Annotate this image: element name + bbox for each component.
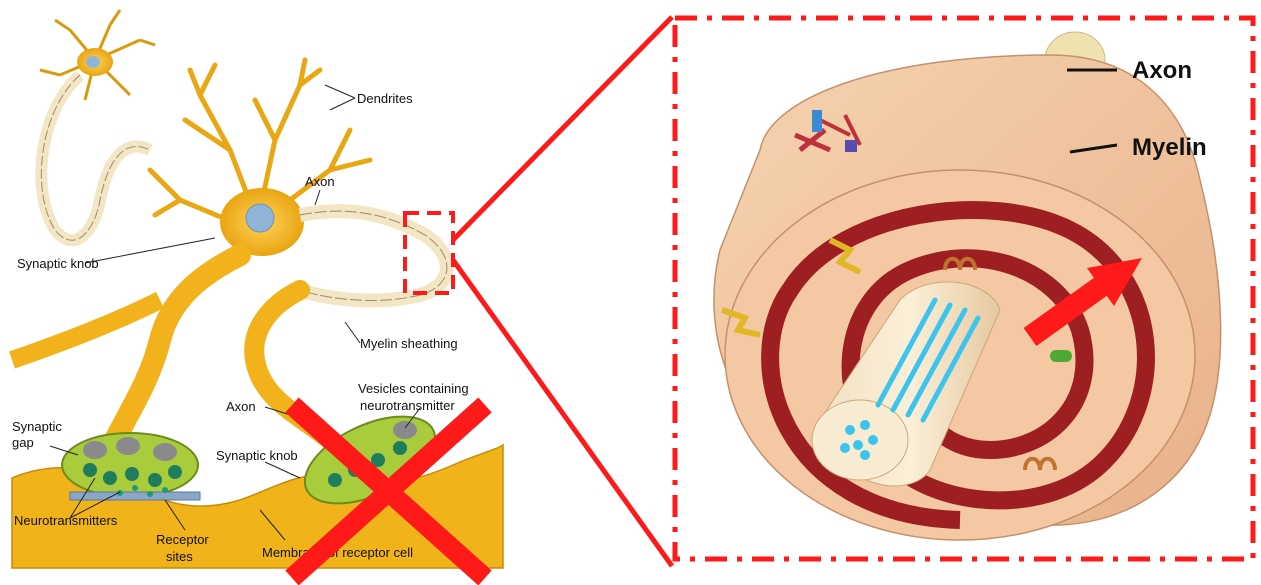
label-axon-right: Axon: [1132, 57, 1192, 84]
label-synaptic-knob-bottom: Synaptic knob: [216, 448, 298, 463]
neuron-illustration: Dendrites Axon Synaptic knob Myelin shea…: [12, 10, 503, 568]
label-myelin-sheathing: Myelin sheathing: [360, 336, 458, 351]
label-receptor-sites-line2: sites: [166, 549, 193, 564]
label-axon-bottom: Axon: [226, 399, 256, 414]
small-neuron-nucleus: [86, 56, 100, 68]
label-axon-top: Axon: [305, 174, 335, 189]
myelin-cross-section: [714, 32, 1221, 540]
label-receptor-sites-line1: Receptor: [156, 532, 209, 547]
axon-stem-left: [115, 255, 240, 440]
label-synaptic-knob-top: Synaptic knob: [17, 256, 99, 271]
label-vesicles-line1: Vesicles containing: [358, 381, 469, 396]
label-vesicles-line2: neurotransmitter: [360, 398, 455, 413]
label-myelin-right: Myelin: [1132, 134, 1207, 161]
main-neuron-nucleus: [246, 204, 274, 232]
label-synaptic-gap-line2: gap: [12, 435, 34, 450]
label-synaptic-gap-line1: Synaptic: [12, 419, 62, 434]
label-dendrites: Dendrites: [357, 91, 413, 106]
axon-stem-left-branch: [12, 300, 160, 360]
label-neurotransmitters: Neurotransmitters: [14, 513, 118, 528]
receptor-sites: [70, 492, 200, 500]
synaptic-knob-left: [62, 433, 198, 497]
main-neuron-myelinated-axon: [300, 211, 447, 300]
